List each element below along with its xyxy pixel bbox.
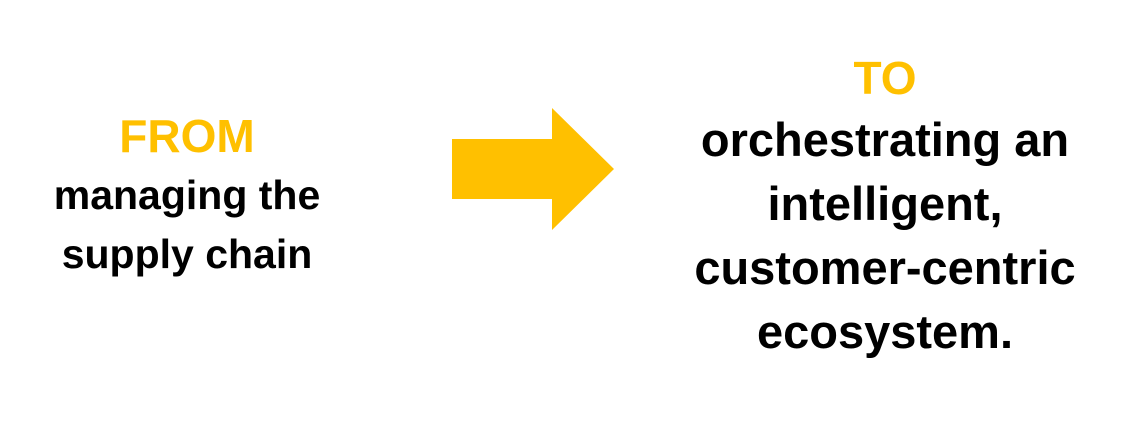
arrow-right-icon <box>452 108 614 230</box>
to-text: orchestrating an intelligent, customer-c… <box>650 108 1120 364</box>
from-label: FROM <box>119 110 255 162</box>
arrow-shape <box>452 108 614 230</box>
from-block: FROM managing the supply chain <box>22 110 352 284</box>
to-text-line: ecosystem. <box>756 305 1014 358</box>
to-label: TO <box>853 52 917 104</box>
from-text-line: managing the <box>53 172 321 218</box>
to-text-line: intelligent, <box>767 177 1003 230</box>
to-block: TO orchestrating an intelligent, custome… <box>650 50 1120 364</box>
from-text: managing the supply chain <box>22 166 352 284</box>
to-text-line: orchestrating an <box>700 113 1070 166</box>
to-text-line: customer-centric <box>694 241 1076 294</box>
from-text-line: supply chain <box>61 231 313 277</box>
